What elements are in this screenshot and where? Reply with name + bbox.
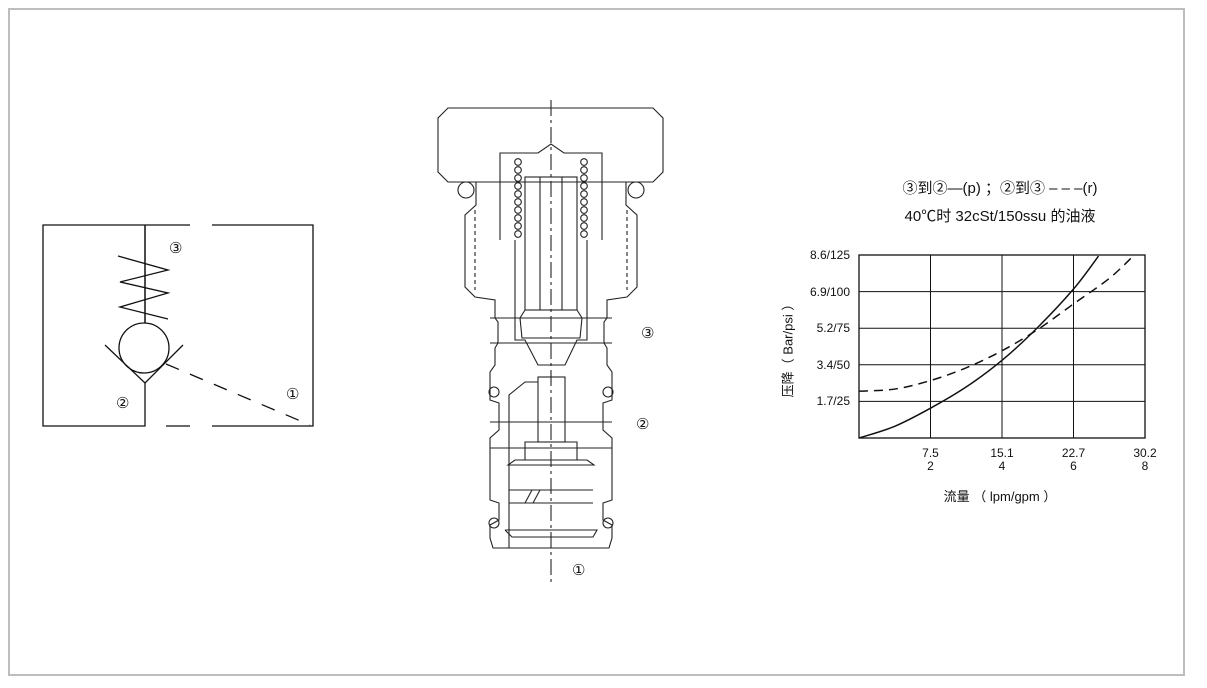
chart-title: ③到②—(p) ；②到③ – – –(r) bbox=[902, 180, 1098, 197]
spring-coil bbox=[580, 166, 588, 174]
spring-coil bbox=[580, 230, 588, 238]
spring-coil bbox=[514, 198, 522, 206]
x-tick-lpm: 7.5 bbox=[922, 446, 939, 460]
spring-coil bbox=[514, 166, 522, 174]
spring-coil bbox=[514, 222, 522, 230]
cartridge-port-2-label: ② bbox=[636, 416, 650, 433]
spring-coil bbox=[580, 158, 588, 166]
symbol-port-1-label: ① bbox=[286, 386, 300, 403]
oring-low-left-icon bbox=[488, 517, 500, 529]
series-p-line bbox=[858, 255, 1100, 439]
y-tick-label: 3.4/50 bbox=[816, 357, 850, 372]
lower-sleeve bbox=[508, 381, 538, 548]
y-tick-label: 6.9/100 bbox=[809, 284, 850, 299]
spring-coil bbox=[514, 174, 522, 182]
x-tick-gpm: 4 bbox=[998, 459, 1006, 473]
check-ball-icon bbox=[118, 322, 170, 374]
diagram-frame bbox=[8, 8, 1185, 676]
spring-coil bbox=[514, 158, 522, 166]
spring-coil bbox=[580, 206, 588, 214]
cartridge-cap bbox=[437, 107, 664, 183]
spring-coil bbox=[514, 182, 522, 190]
x-axis-label: 流量 （ lpm/gpm ） bbox=[943, 489, 1057, 504]
series-r-line bbox=[858, 254, 1135, 392]
symbol-port-3-label: ③ bbox=[169, 240, 183, 257]
spring-chamber bbox=[499, 143, 603, 240]
spring-coil bbox=[580, 174, 588, 182]
spring-coil bbox=[580, 190, 588, 198]
oring-top-right-icon bbox=[627, 181, 645, 199]
x-tick-lpm: 30.2 bbox=[1133, 446, 1157, 460]
spring-coil bbox=[580, 214, 588, 222]
spring-coils-icon bbox=[514, 158, 588, 238]
oring-low-right-icon bbox=[602, 517, 614, 529]
oring-mid-right-icon bbox=[602, 386, 614, 398]
symbol-port-2-label: ② bbox=[116, 395, 130, 412]
spring-icon bbox=[117, 255, 171, 320]
spring-coil bbox=[514, 214, 522, 222]
spring-coil bbox=[514, 230, 522, 238]
x-tick-lpm: 22.7 bbox=[1061, 446, 1086, 460]
pilot-line-dashed bbox=[165, 363, 311, 426]
x-tick-lpm: 15.1 bbox=[990, 446, 1014, 460]
x-tick-gpm: 8 bbox=[1141, 459, 1149, 473]
y-tick-label: 1.7/25 bbox=[816, 394, 850, 409]
x-tick-gpm: 2 bbox=[927, 459, 934, 473]
cartridge-port-1-label: ① bbox=[572, 562, 586, 579]
check-seat-icon bbox=[104, 344, 184, 384]
chart-subtitle: 40℃时 32cSt/150ssu 的油液 bbox=[904, 208, 1096, 225]
y-tick-label: 5.2/75 bbox=[816, 321, 850, 336]
spring-coil bbox=[580, 198, 588, 206]
oring-top-left-icon bbox=[457, 181, 475, 199]
piston-bottom bbox=[504, 529, 598, 538]
oring-mid-left-icon bbox=[488, 386, 500, 398]
y-tick-label: 8.6/125 bbox=[809, 248, 850, 262]
x-tick-gpm: 6 bbox=[1070, 459, 1077, 473]
spring-coil bbox=[514, 190, 522, 198]
spring-coil bbox=[514, 206, 522, 214]
spring-coil bbox=[580, 222, 588, 230]
cartridge-port-3-label: ③ bbox=[641, 325, 655, 342]
spring-coil bbox=[580, 182, 588, 190]
